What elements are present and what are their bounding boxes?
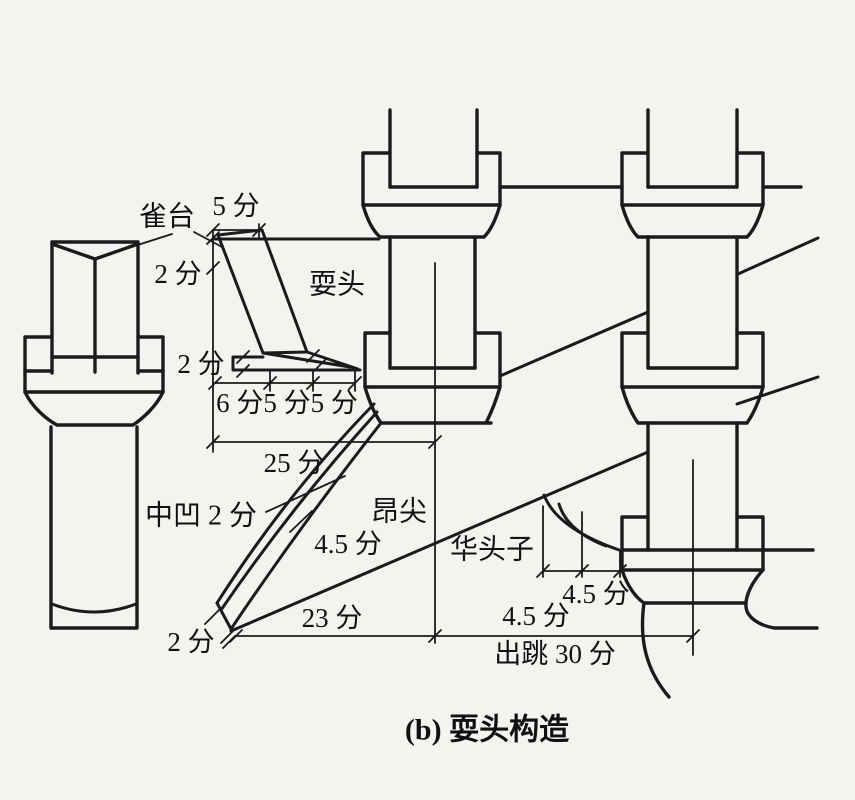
dim-25fen-line — [206, 435, 442, 449]
left-column-foot-arc — [50, 602, 138, 614]
text-labels: 雀台 5 分 2 分 耍头 2 分 6 分5 分5 分 25 分 中凹 2 分 … — [139, 191, 630, 747]
beak-ticks — [306, 349, 327, 372]
right-dou1 — [620, 151, 765, 207]
dimension-annotations — [99, 223, 700, 649]
shuatou-beak — [231, 350, 362, 372]
right-shaft-upper — [646, 235, 739, 370]
dim-655-line — [208, 368, 362, 392]
dim-45fen-a-label: 4.5 分 — [562, 579, 630, 609]
dim-5fen-label: 5 分 — [212, 191, 259, 221]
middle-dou1 — [361, 151, 502, 207]
label-angjian: 昂尖 — [371, 496, 427, 528]
dim-23fen-label: 23 分 — [302, 603, 363, 633]
dim-chutiao-label: 出跳 30 分 — [494, 639, 616, 669]
label-shuatou: 耍头 — [309, 269, 365, 301]
right-dou2 — [620, 331, 765, 389]
quetai-pointers — [99, 231, 223, 258]
middle-dou2 — [363, 331, 502, 389]
huatouzi-outer-curve — [542, 493, 624, 553]
zhongao-pointer — [265, 475, 346, 513]
left-column-front-view — [23, 240, 165, 630]
dim-25fen-label: 25 分 — [264, 448, 325, 478]
right-dou2-neck — [620, 385, 765, 425]
right-tail-curve — [640, 601, 671, 699]
middle-shaft — [388, 235, 477, 370]
label-zhongao: 中凹 2 分 — [145, 500, 257, 532]
ang-thickness-tick — [289, 510, 313, 533]
ang-curved-beam — [215, 402, 383, 631]
right-dou3 — [620, 515, 765, 572]
figure-caption: (b) 耍头构造 — [405, 714, 569, 747]
left-dou-neck — [23, 390, 165, 427]
bottom-dim-line — [222, 629, 700, 649]
tip-dim-ticks — [204, 609, 236, 644]
label-huatouzi: 华头子 — [450, 534, 534, 566]
shuatou-front-outline — [50, 240, 140, 375]
middle-dou1-neck — [361, 203, 502, 239]
right-dou1-neck — [620, 203, 765, 239]
label-quetai: 雀台 — [139, 201, 195, 233]
right-struts — [646, 108, 739, 189]
ang-tip-face — [215, 601, 233, 631]
shuatou-slanted-body — [216, 228, 309, 355]
dim-2fen-mid-ticks — [236, 350, 250, 378]
dim-2fen-top-label: 2 分 — [154, 259, 201, 289]
left-dou-block — [23, 335, 165, 394]
dim-45fen-ang-label: 4.5 分 — [314, 529, 382, 559]
dim-655-label: 6 分5 分5 分 — [216, 388, 358, 418]
right-bracket-column — [498, 108, 819, 699]
ang-top-curve — [215, 402, 376, 605]
middle-bracket-column — [361, 108, 502, 644]
ang-beam-diagonals — [229, 236, 820, 633]
dim-2fen-mid-label: 2 分 — [177, 349, 224, 379]
upper-ang-diagonal — [498, 236, 820, 378]
right-dou3-flare-right — [744, 568, 819, 630]
dim-2fen-tip-label: 2 分 — [167, 627, 214, 657]
middle-dou2-neck — [363, 385, 502, 425]
ang-bottom-curve — [229, 421, 383, 631]
right-dou3-neck-left — [620, 568, 746, 605]
middle-struts — [388, 108, 479, 189]
beam-connector-lines — [498, 185, 815, 552]
dim-45fen-line — [536, 505, 627, 578]
lower-ang-diagonal — [229, 375, 820, 633]
shuatou-front-chamfer — [50, 242, 140, 374]
dim-45fen-b-label: 4.5 分 — [502, 601, 570, 631]
huatouzi-curves — [542, 493, 624, 553]
left-column-shaft — [49, 425, 139, 630]
right-shaft-lower — [646, 421, 739, 552]
shuatou-side-view — [213, 228, 381, 372]
huatouzi-inner-curve — [557, 502, 608, 548]
dim-5fen-line — [206, 223, 266, 237]
dim-2fen-top-ticks — [206, 231, 220, 275]
ang-middle-curve — [219, 410, 379, 612]
